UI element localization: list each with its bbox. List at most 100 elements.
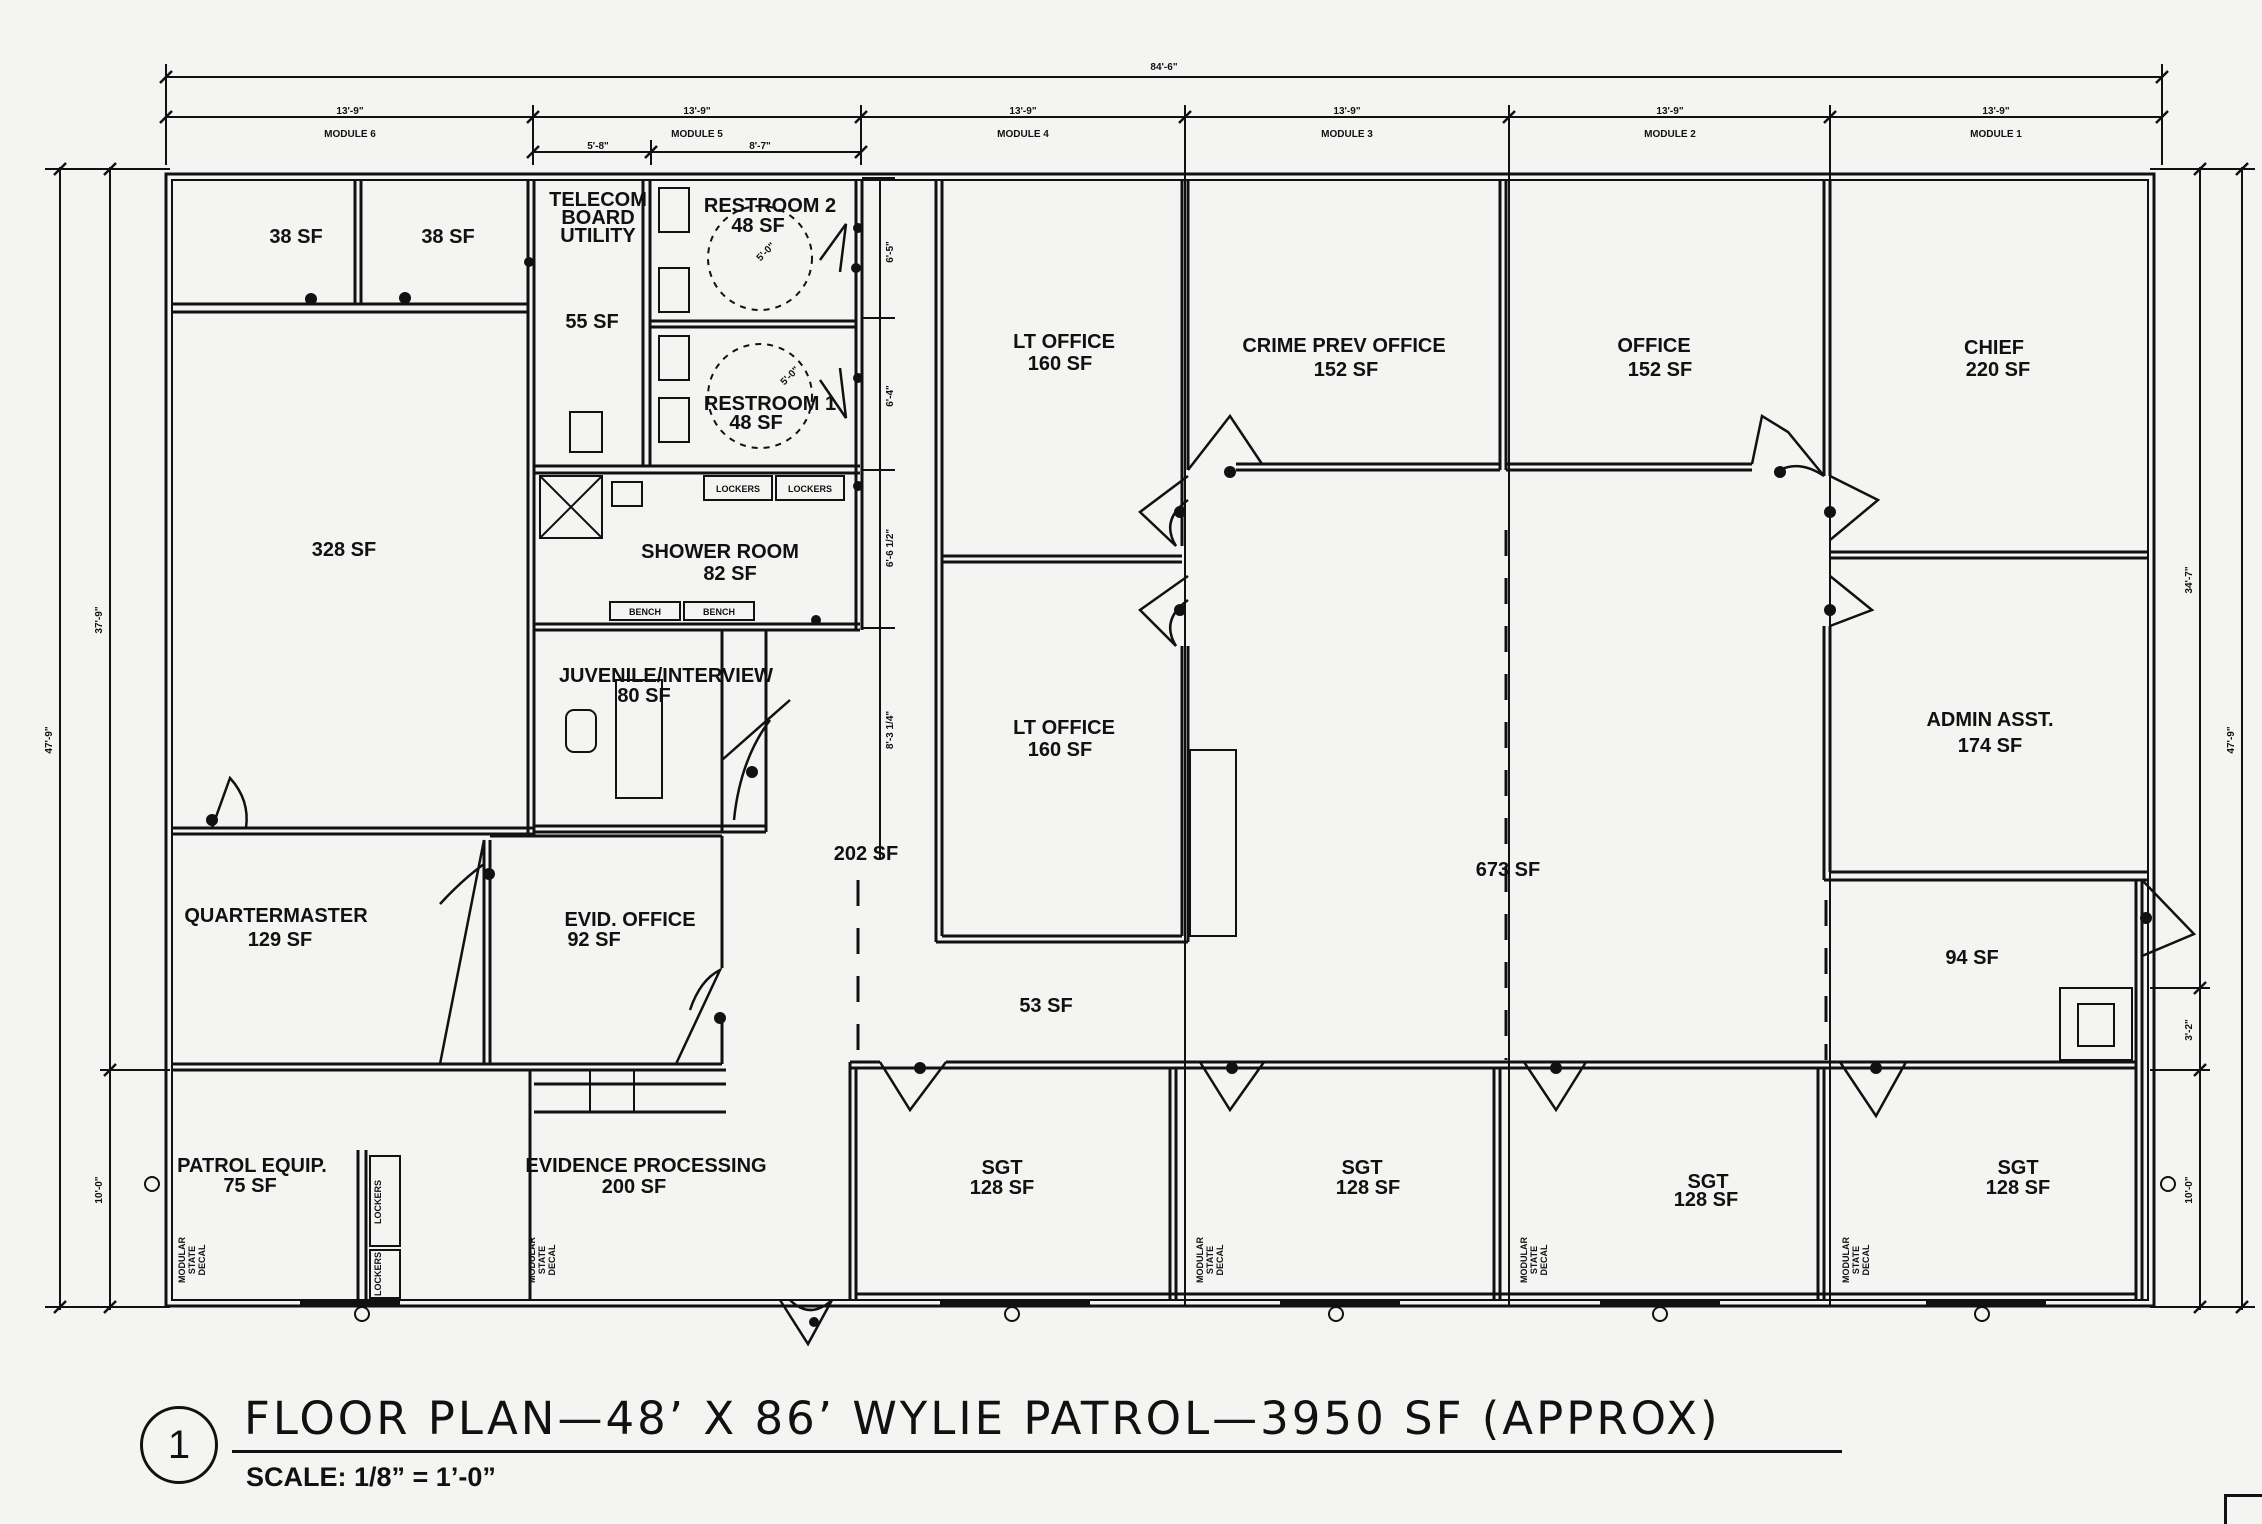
title-underline: [232, 1450, 1842, 1453]
module-5-label: MODULE 5: [671, 129, 723, 140]
patrol-lockers-label-1: LOCKERS: [373, 1180, 383, 1224]
module-4-width-dim: 13'-9": [1009, 106, 1036, 117]
corridor-a-dim: 6'-5": [885, 241, 896, 263]
height-left-inner-dim: 37'-9": [94, 606, 105, 633]
svg-text:MODULAR: MODULAR: [1841, 1237, 1851, 1283]
exterior-walls: [164, 172, 2156, 1308]
svg-text:MODULAR: MODULAR: [177, 1237, 187, 1283]
module-6-label: MODULE 6: [324, 129, 376, 140]
svg-text:MODULAR: MODULAR: [1519, 1237, 1529, 1283]
evid-office-area: 92 SF: [567, 929, 620, 951]
decal-group-2: MODULAR STATE DECAL: [527, 1237, 557, 1283]
title-block: 1 FLOOR PLAN—48’ X 86’ WYLIE PATROL—3950…: [140, 1392, 1850, 1512]
module-4-label: MODULE 4: [997, 129, 1049, 140]
restroom-1-name: RESTROOM 1: [704, 393, 836, 415]
module-1-width-dim: 13'-9": [1982, 106, 2009, 117]
svg-text:MODULAR: MODULAR: [1195, 1237, 1205, 1283]
lt-office-1-name: LT OFFICE: [1013, 331, 1115, 353]
juvenile-interview-name: JUVENILE/INTERVIEW: [559, 665, 773, 687]
admin-asst-name: ADMIN ASST.: [1926, 709, 2053, 731]
lockers-label-2: LOCKERS: [788, 484, 832, 494]
height-right-lower-dim: 10'-0": [2184, 1176, 2195, 1203]
height-right-mid-dim: 3'-2": [2184, 1019, 2195, 1041]
interior-walls: [172, 180, 2148, 1300]
restroom-1-clearance-dim: 5'-0": [779, 365, 802, 388]
module-joints: [856, 530, 1828, 1060]
fixtures: [369, 187, 2133, 1299]
patrol-lockers-label-2: LOCKERS: [373, 1252, 383, 1296]
open-office-area: 673 SF: [1476, 859, 1540, 881]
crime-prev-office-area: 152 SF: [1314, 359, 1378, 381]
patrol-equip-name: PATROL EQUIP.: [177, 1155, 327, 1177]
vestibule-area: 94 SF: [1945, 947, 1998, 969]
shower-room-name: SHOWER ROOM: [641, 541, 799, 563]
sub-right-dim: 8'-7": [749, 141, 771, 152]
module-6-width-dim: 13'-9": [336, 106, 363, 117]
lt-office-2-area: 160 SF: [1028, 739, 1092, 761]
patrol-equip-area: 75 SF: [223, 1175, 276, 1197]
module-2-label: MODULE 2: [1644, 129, 1696, 140]
module-2-width-dim: 13'-9": [1656, 106, 1683, 117]
svg-text:DECAL: DECAL: [1215, 1244, 1225, 1276]
svg-text:STATE: STATE: [1529, 1246, 1539, 1274]
lt-office-2-name: LT OFFICE: [1013, 717, 1115, 739]
module-3-width-dim: 13'-9": [1333, 106, 1360, 117]
closet-b-area: 38 SF: [421, 226, 474, 248]
svg-text:MODULAR: MODULAR: [527, 1237, 537, 1283]
sgt-office-4-area: 128 SF: [1986, 1177, 2050, 1199]
bench-label-1: BENCH: [629, 607, 661, 617]
decal-group-5: MODULAR STATE DECAL: [1841, 1237, 1871, 1283]
office-area: 152 SF: [1628, 359, 1692, 381]
quartermaster-name: QUARTERMASTER: [184, 905, 368, 927]
shower-room-area: 82 SF: [703, 563, 756, 585]
exterior-markers: [144, 1176, 2176, 1322]
quartermaster-area: 129 SF: [248, 929, 312, 951]
sub-left-dim: 5'-8": [587, 141, 609, 152]
module-3-label: MODULE 3: [1321, 129, 1373, 140]
module-1-label: MODULE 1: [1970, 129, 2022, 140]
chief-office-area: 220 SF: [1966, 359, 2030, 381]
restroom-2-name: RESTROOM 2: [704, 195, 836, 217]
evid-office-name: EVID. OFFICE: [564, 909, 695, 931]
admin-asst-area: 174 SF: [1958, 735, 2022, 757]
evidence-processing-name: EVIDENCE PROCESSING: [525, 1155, 766, 1177]
sgt-office-1-name: SGT: [981, 1157, 1022, 1179]
sgt-office-3-area: 128 SF: [1674, 1189, 1738, 1211]
door-hardware: [206, 223, 2152, 1327]
telecom-label-2: BOARD: [561, 207, 634, 229]
restroom-2-area: 48 SF: [731, 215, 784, 237]
large-room-area: 328 SF: [312, 539, 376, 561]
svg-text:DECAL: DECAL: [197, 1244, 207, 1276]
corridor-b-dim: 6'-4": [885, 385, 896, 407]
height-right-outer-dim: 47'-9": [2226, 726, 2237, 753]
hallway-area: 53 SF: [1019, 995, 1072, 1017]
drawing-title: FLOOR PLAN—48’ X 86’ WYLIE PATROL—3950 S…: [244, 1392, 1721, 1445]
height-left-outer-dim: 47'-9": [44, 726, 55, 753]
decal-group-3: MODULAR STATE DECAL: [1195, 1237, 1225, 1283]
decal-group-4: MODULAR STATE DECAL: [1519, 1237, 1549, 1283]
sgt-office-4-name: SGT: [1997, 1157, 2038, 1179]
decal-group-1: MODULAR STATE DECAL: [177, 1237, 207, 1283]
module-5-width-dim: 13'-9": [683, 106, 710, 117]
telecom-area: 55 SF: [565, 311, 618, 333]
dimension-ticks: [53, 70, 2249, 1314]
office-name: OFFICE: [1617, 335, 1690, 357]
restroom-1-area: 48 SF: [729, 412, 782, 434]
height-left-lower-dim: 10'-0": [94, 1176, 105, 1203]
closet-a-area: 38 SF: [269, 226, 322, 248]
lt-office-1-area: 160 SF: [1028, 353, 1092, 375]
telecom-label-3: UTILITY: [560, 225, 636, 247]
svg-text:STATE: STATE: [1205, 1246, 1215, 1274]
juvenile-interview-area: 80 SF: [617, 685, 670, 707]
corridor-c-dim: 6'-6 1/2": [885, 529, 896, 568]
corridor-d-dim: 8'-3 1/4": [885, 711, 896, 750]
svg-text:STATE: STATE: [187, 1246, 197, 1274]
sheet-corner-mark: [2224, 1494, 2262, 1524]
svg-text:DECAL: DECAL: [547, 1244, 557, 1276]
svg-text:STATE: STATE: [537, 1246, 547, 1274]
sgt-office-2-area: 128 SF: [1336, 1177, 1400, 1199]
dimension-lines: [45, 64, 2255, 1310]
sgt-office-2-name: SGT: [1341, 1157, 1382, 1179]
sgt-office-1-area: 128 SF: [970, 1177, 1034, 1199]
